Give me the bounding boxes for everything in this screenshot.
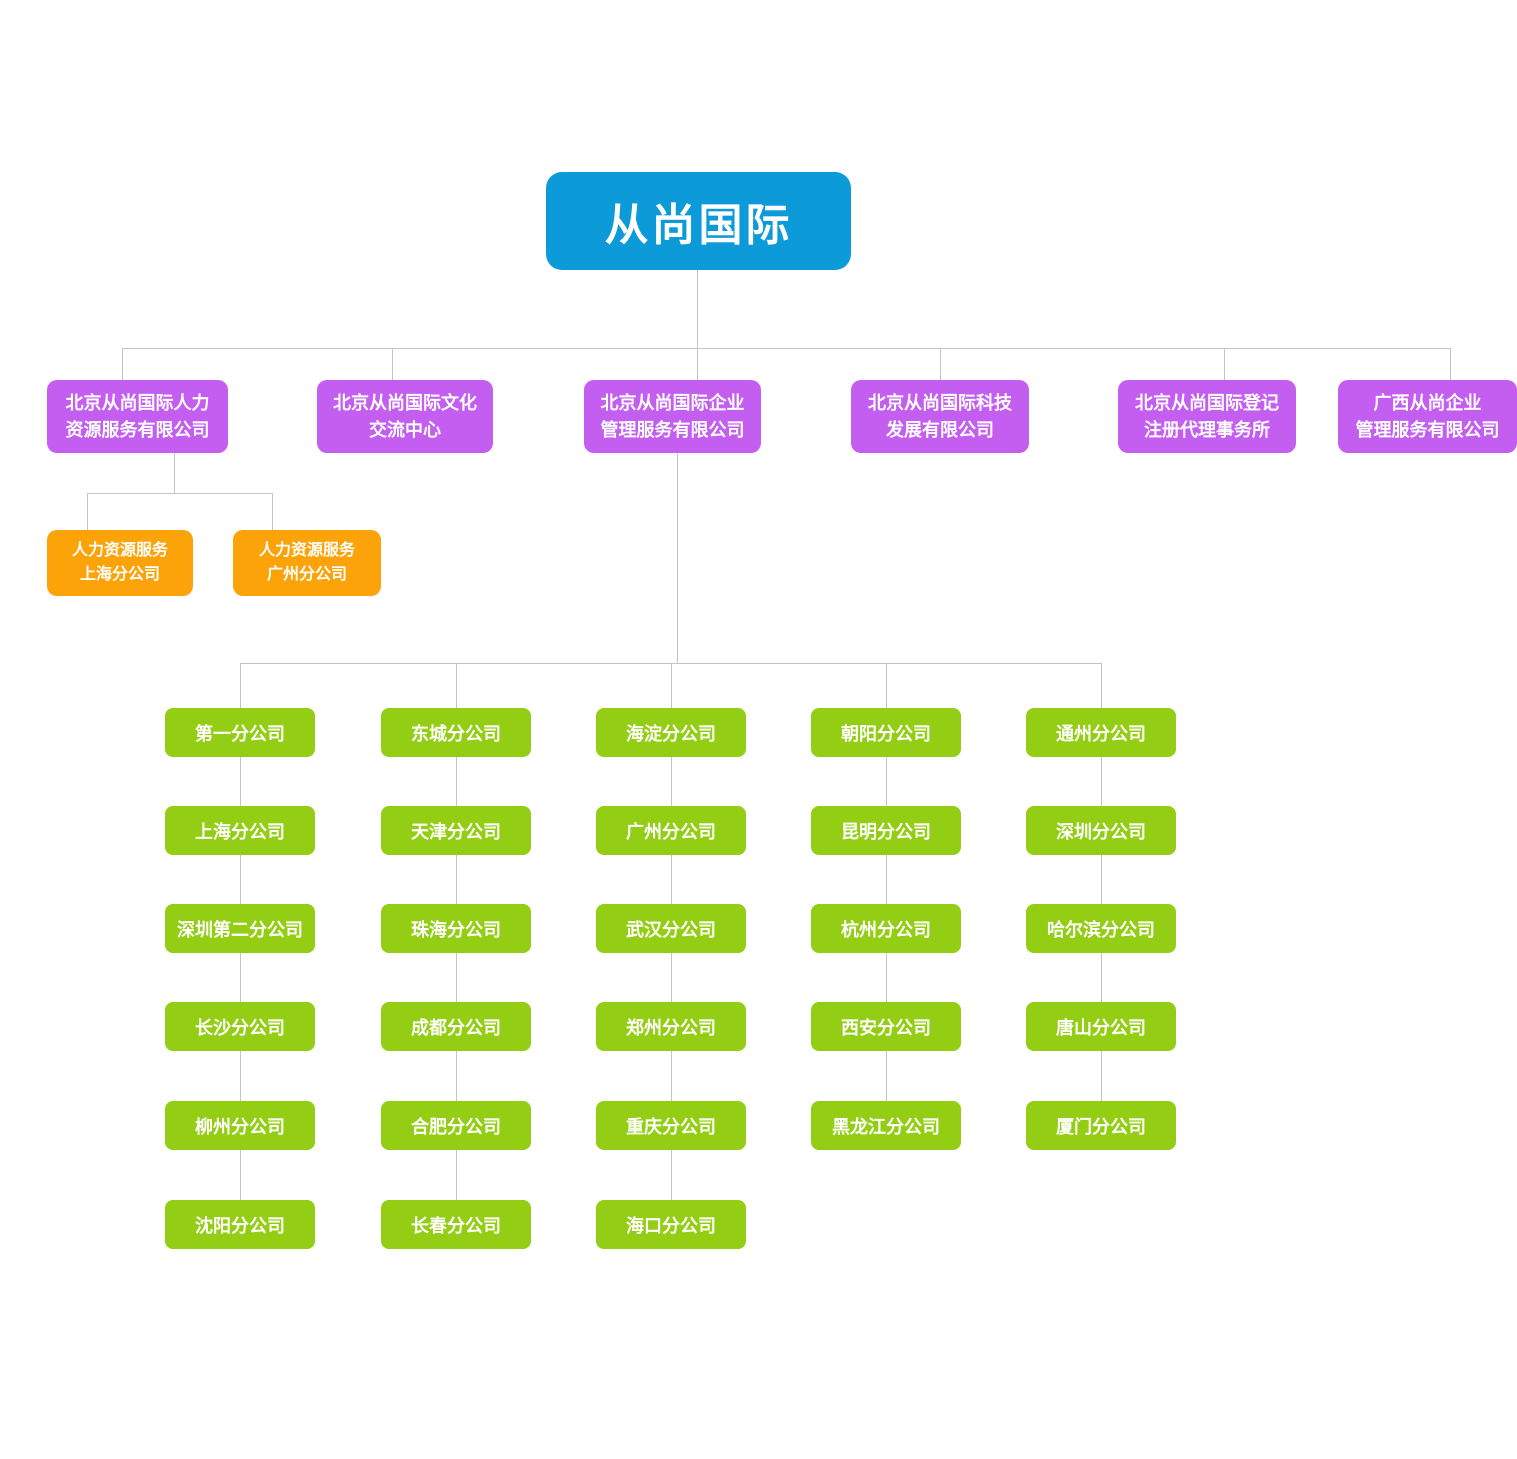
- org-node-branch-c5-r5[interactable]: 厦门分公司: [1026, 1101, 1176, 1150]
- connector-line: [240, 757, 241, 806]
- org-node-branch-c2-r2[interactable]: 天津分公司: [381, 806, 531, 855]
- connector-line: [671, 953, 672, 1002]
- org-node-branch-c1-r4[interactable]: 长沙分公司: [165, 1002, 315, 1051]
- connector-line: [456, 663, 457, 708]
- org-node-branch-c2-r5[interactable]: 合肥分公司: [381, 1101, 531, 1150]
- org-node-branch-c3-r2[interactable]: 广州分公司: [596, 806, 746, 855]
- connector-line: [697, 270, 698, 348]
- org-node-branch-c2-r1[interactable]: 东城分公司: [381, 708, 531, 757]
- org-node-hr-branch-1[interactable]: 人力资源服务 上海分公司: [47, 530, 193, 596]
- org-node-branch-c1-r1[interactable]: 第一分公司: [165, 708, 315, 757]
- connector-line: [1101, 953, 1102, 1002]
- org-node-branch-c3-r3[interactable]: 武汉分公司: [596, 904, 746, 953]
- org-node-root[interactable]: 从尚国际: [546, 172, 851, 270]
- org-node-branch-c4-r3[interactable]: 杭州分公司: [811, 904, 961, 953]
- org-node-branch-c1-r5[interactable]: 柳州分公司: [165, 1101, 315, 1150]
- connector-line: [240, 953, 241, 1002]
- connector-line: [886, 663, 887, 708]
- connector-line: [886, 1051, 887, 1101]
- connector-line: [671, 1051, 672, 1101]
- org-node-branch-c2-r3[interactable]: 珠海分公司: [381, 904, 531, 953]
- connector-line: [272, 493, 273, 530]
- connector-line: [1101, 855, 1102, 904]
- org-node-branch-c5-r1[interactable]: 通州分公司: [1026, 708, 1176, 757]
- org-node-branch-c1-r3[interactable]: 深圳第二分公司: [165, 904, 315, 953]
- org-node-branch-c3-r4[interactable]: 郑州分公司: [596, 1002, 746, 1051]
- org-node-branch-c4-r1[interactable]: 朝阳分公司: [811, 708, 961, 757]
- org-node-company-4[interactable]: 北京从尚国际科技 发展有限公司: [851, 380, 1029, 453]
- org-node-branch-c5-r4[interactable]: 唐山分公司: [1026, 1002, 1176, 1051]
- connector-line: [1101, 663, 1102, 708]
- org-node-company-5[interactable]: 北京从尚国际登记 注册代理事务所: [1118, 380, 1296, 453]
- connector-line: [671, 663, 672, 708]
- connector-line: [456, 1051, 457, 1101]
- connector-line: [174, 453, 175, 493]
- org-node-branch-c2-r6[interactable]: 长春分公司: [381, 1200, 531, 1249]
- connector-line: [1101, 757, 1102, 806]
- connector-line: [697, 348, 698, 380]
- org-node-branch-c4-r5[interactable]: 黑龙江分公司: [811, 1101, 961, 1150]
- connector-line: [456, 1150, 457, 1200]
- org-node-company-2[interactable]: 北京从尚国际文化 交流中心: [317, 380, 493, 453]
- connector-line: [456, 855, 457, 904]
- connector-line: [677, 453, 678, 663]
- org-node-branch-c1-r2[interactable]: 上海分公司: [165, 806, 315, 855]
- connector-line: [886, 855, 887, 904]
- connector-line: [940, 348, 941, 380]
- connector-line: [886, 757, 887, 806]
- org-node-branch-c4-r2[interactable]: 昆明分公司: [811, 806, 961, 855]
- connector-line: [1101, 1051, 1102, 1101]
- connector-line: [240, 663, 241, 708]
- org-node-branch-c5-r3[interactable]: 哈尔滨分公司: [1026, 904, 1176, 953]
- connector-line: [392, 348, 393, 380]
- connector-line: [240, 1051, 241, 1101]
- connector-line: [671, 757, 672, 806]
- org-node-company-1[interactable]: 北京从尚国际人力 资源服务有限公司: [47, 380, 228, 453]
- org-node-branch-c1-r6[interactable]: 沈阳分公司: [165, 1200, 315, 1249]
- connector-line: [456, 953, 457, 1002]
- connector-line: [122, 348, 123, 380]
- org-node-branch-c4-r4[interactable]: 西安分公司: [811, 1002, 961, 1051]
- org-node-branch-c3-r6[interactable]: 海口分公司: [596, 1200, 746, 1249]
- org-node-hr-branch-2[interactable]: 人力资源服务 广州分公司: [233, 530, 381, 596]
- org-node-branch-c2-r4[interactable]: 成都分公司: [381, 1002, 531, 1051]
- connector-line: [240, 1150, 241, 1200]
- org-node-branch-c5-r2[interactable]: 深圳分公司: [1026, 806, 1176, 855]
- connector-line: [87, 493, 273, 494]
- connector-line: [1224, 348, 1225, 380]
- connector-line: [87, 493, 88, 530]
- connector-line: [456, 757, 457, 806]
- org-node-company-6[interactable]: 广西从尚企业 管理服务有限公司: [1338, 380, 1517, 453]
- org-node-branch-c3-r1[interactable]: 海淀分公司: [596, 708, 746, 757]
- org-node-company-3[interactable]: 北京从尚国际企业 管理服务有限公司: [584, 380, 761, 453]
- connector-line: [122, 348, 1451, 349]
- org-node-branch-c3-r5[interactable]: 重庆分公司: [596, 1101, 746, 1150]
- connector-line: [671, 1150, 672, 1200]
- connector-line: [886, 953, 887, 1002]
- connector-line: [1450, 348, 1451, 380]
- connector-line: [671, 855, 672, 904]
- connector-line: [240, 855, 241, 904]
